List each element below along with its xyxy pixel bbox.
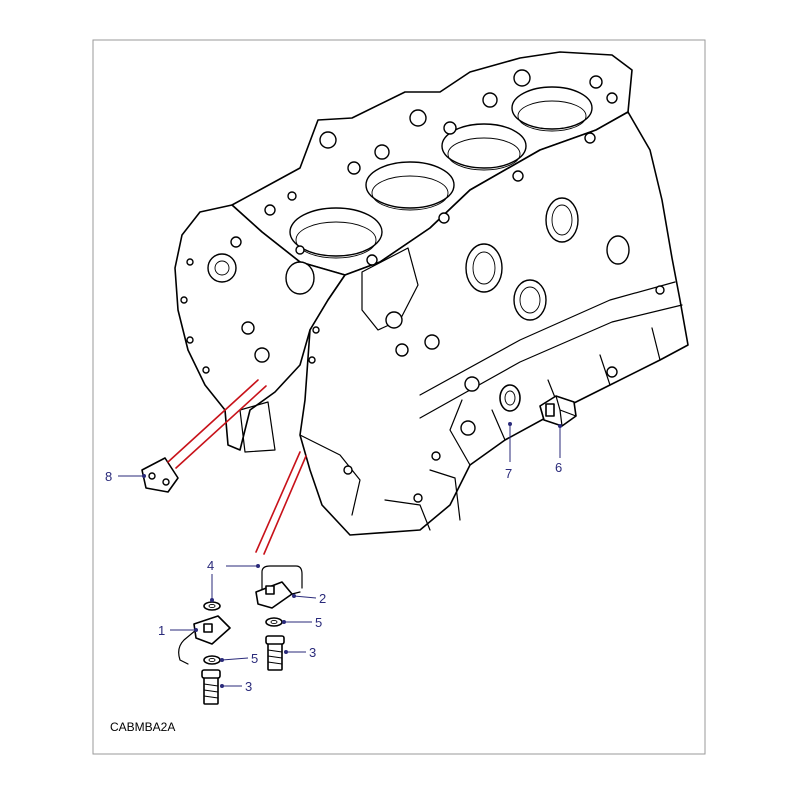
callout-1: 1: [158, 623, 165, 638]
cylinder-bore-3: [441, 123, 527, 169]
diagram-frame: [92, 39, 706, 755]
leader-lines: [118, 422, 562, 688]
part-4-washer: [203, 601, 221, 611]
assembly-lines: [167, 379, 307, 555]
part-5-washer-lower: [203, 655, 221, 665]
callout-3-lower: 3: [245, 679, 252, 694]
part-3-bolt-upper: [265, 635, 285, 671]
part-8-gasket: [141, 457, 179, 493]
callout-4: 4: [207, 558, 214, 573]
callout-2: 2: [319, 591, 326, 606]
engine-block: [174, 51, 689, 536]
part-7-washer: [499, 384, 521, 412]
part-1-oil-jet: [178, 615, 231, 665]
cylinder-bore-2: [365, 161, 455, 209]
housing-holes: [180, 236, 320, 374]
cylinder-bore-1: [289, 207, 383, 257]
diagram-code: CABMBA2A: [110, 720, 175, 734]
part-6-drain-plug: [539, 395, 577, 427]
callout-5-lower: 5: [251, 651, 258, 666]
cylinder-bore-4: [511, 86, 593, 130]
part-5-washer-upper: [265, 617, 283, 627]
core-plugs: [285, 197, 630, 321]
callout-6: 6: [555, 460, 562, 475]
part-3-bolt-lower: [201, 669, 221, 705]
part-2-oil-jet: [255, 565, 303, 609]
deck-bolt-holes: [264, 69, 618, 266]
callout-8: 8: [105, 469, 112, 484]
callout-7: 7: [505, 466, 512, 481]
callout-3-upper: 3: [309, 645, 316, 660]
callout-5-upper: 5: [315, 615, 322, 630]
